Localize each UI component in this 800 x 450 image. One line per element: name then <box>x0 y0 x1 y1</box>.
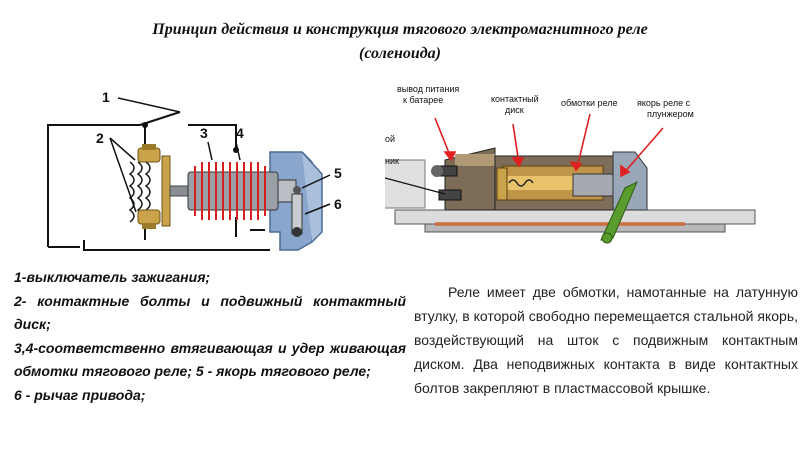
contact-disc <box>161 155 171 227</box>
callout-lines <box>109 97 331 215</box>
title-line-1: Принцип действия и конструкция тягового … <box>152 21 648 38</box>
title-line-2: (соленоида) <box>359 45 441 62</box>
callout-3: 3 <box>200 125 208 141</box>
junction-dot <box>142 122 148 128</box>
callout-1: 1 <box>102 89 110 105</box>
label-armature-2: плунжером <box>647 109 694 119</box>
callout-2: 2 <box>96 130 104 146</box>
pull-in-and-hold-windings <box>194 162 266 220</box>
contact-bolts <box>137 144 161 229</box>
legend: 1-выключатель зажигания; 2- контактные б… <box>14 266 406 407</box>
label-cut-left-2: ник <box>385 156 399 166</box>
label-contact-disc-1: контактный <box>491 94 539 104</box>
label-cut-left-1: ой <box>385 134 395 144</box>
description-paragraph: Реле имеет две обмотки, намотанные на ла… <box>414 284 798 396</box>
solenoid-schematic-figure: 1 2 3 4 5 6 <box>47 89 342 251</box>
drive-lever <box>291 186 303 237</box>
solenoid-cutaway-figure: вывод питания к батарее контактный диск … <box>385 84 756 244</box>
callout-4: 4 <box>236 125 244 141</box>
callout-5: 5 <box>334 165 342 181</box>
page-title: Принцип действия и конструкция тягового … <box>0 18 800 66</box>
contact-spring <box>508 179 534 187</box>
legend-item-3: 3,4-соответственно втягивающая и удер жи… <box>14 339 406 380</box>
label-windings: обмотки реле <box>561 98 618 108</box>
label-power-out-2: к батарее <box>403 95 443 105</box>
power-terminals <box>431 165 462 201</box>
label-armature-1: якорь реле с <box>637 98 691 108</box>
legend-item-2: 2- контактные болты и подвижный контактн… <box>14 292 406 333</box>
coil-shell <box>494 155 616 211</box>
base-plate <box>394 209 756 225</box>
callout-6: 6 <box>334 196 342 212</box>
right-housing <box>612 151 648 211</box>
label-power-out-1: вывод питания <box>397 84 459 94</box>
legend-item-1: 1-выключатель зажигания; <box>14 269 211 285</box>
label-contact-disc-2: диск <box>505 105 524 115</box>
drive-lever-green <box>600 180 638 241</box>
legend-item-4: 6 - рычаг привода; <box>14 386 146 403</box>
callout-arrows <box>434 113 664 178</box>
contact-disc-cutaway <box>496 167 508 201</box>
